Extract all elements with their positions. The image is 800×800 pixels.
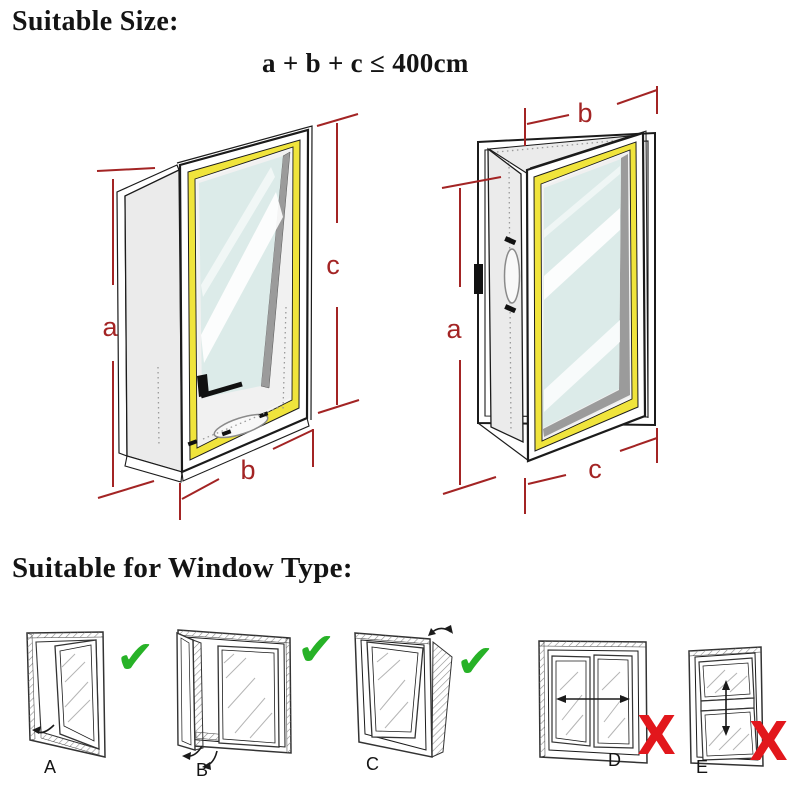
frame-hatch-right: [285, 637, 292, 754]
lower-sash-inner: [704, 711, 754, 757]
stitch-line: [202, 405, 283, 440]
upper-sash-inner: [702, 662, 751, 698]
glass-hatch: [223, 653, 273, 739]
dimension-label-b: b: [240, 455, 255, 485]
frame-bottom-line: [477, 422, 530, 462]
sash-latch-tab: [197, 374, 209, 397]
frame-hatch-left: [538, 640, 546, 758]
sill-hatch: [40, 731, 100, 756]
frame-hatch-top: [354, 632, 431, 645]
slide-arrow-head: [556, 695, 566, 703]
window-type-label-c: C: [366, 754, 379, 774]
window-type-d-illustration: [538, 640, 648, 764]
dimension-label-c: c: [588, 454, 602, 484]
window-type-title: Suitable for Window Type:: [12, 552, 353, 584]
dimension-lines: [96, 113, 360, 520]
swing-arrow-head: [182, 752, 191, 760]
window-type-label-b: B: [196, 760, 209, 780]
frame-opening: [547, 649, 640, 756]
fabric-side-panel: [487, 147, 524, 444]
frame-hatch-left: [26, 632, 36, 741]
glass-hatch: [61, 653, 91, 723]
frame-opening: [694, 652, 759, 761]
seal-clip: [504, 304, 517, 314]
tilted-sash: [366, 641, 424, 739]
window-type-label-e: E: [696, 757, 709, 777]
suitable-size-title: Suitable Size:: [12, 6, 179, 37]
cross-icon: X: [749, 710, 788, 774]
fixed-glass-panel: [217, 645, 280, 748]
glass-reflection: [544, 166, 620, 238]
tilt-window-size-diagram: a c b: [96, 113, 360, 520]
sliding-sash-left: [551, 655, 591, 747]
swing-arrow-head: [32, 726, 41, 734]
glass-reflection: [201, 192, 283, 363]
sliding-sash-right-inner: [597, 658, 630, 745]
dimension-label-a: a: [446, 314, 462, 344]
tilted-sash-inner: [371, 646, 419, 733]
sash-stile-edge: [260, 151, 291, 389]
check-icon: ✔: [116, 630, 155, 684]
sliding-sash-left-inner: [555, 660, 587, 743]
frame-hatch-top: [688, 646, 762, 657]
glass-reflection: [544, 320, 620, 412]
sash-stile-edge: [543, 154, 630, 437]
seal-clip: [187, 439, 198, 447]
swing-arrow-head: [202, 762, 211, 770]
window-type-b-illustration: [176, 629, 292, 770]
lower-sash: [700, 707, 758, 761]
frame-hatch-top: [538, 640, 647, 648]
frame-hatch-top: [26, 631, 104, 639]
window-type-label-d: D: [608, 750, 621, 770]
window-type-label-a: A: [44, 757, 57, 777]
dimension-label-c: c: [326, 250, 340, 280]
check-icon: ✔: [456, 634, 495, 688]
fabric-side-panel: [124, 168, 183, 473]
frame-opening: [360, 639, 427, 751]
slide-arrow-head: [620, 695, 630, 703]
dimension-label-b: b: [577, 98, 592, 128]
sash-outer-accent: [176, 125, 313, 421]
open-sash-inner: [180, 637, 192, 746]
tilt-arrow-head: [428, 628, 436, 636]
hinge: [474, 264, 483, 294]
seal-clip: [221, 429, 232, 437]
open-sash: [176, 631, 196, 751]
window-type-e-illustration: [688, 646, 764, 767]
seal-clip: [504, 236, 517, 246]
dimension-label-a: a: [102, 312, 118, 342]
glass-reflection: [201, 167, 275, 297]
fixed-glass-inner: [221, 649, 276, 744]
pull-handle: [503, 248, 521, 304]
window-type-a-illustration: [26, 631, 106, 758]
slide-arrow-head: [722, 726, 730, 736]
seal-clip: [258, 411, 269, 419]
check-icon: ✔: [297, 622, 336, 676]
open-sash-edge: [431, 640, 453, 758]
stitch-line: [282, 306, 287, 411]
cross-icon: X: [637, 704, 676, 768]
casement-window-size-diagram: b a c: [441, 86, 658, 514]
glass-reflection: [544, 208, 620, 300]
size-formula: a + b + c ≤ 400cm: [262, 48, 469, 78]
dimension-lines: [441, 86, 658, 514]
window-type-c-illustration: [354, 625, 453, 758]
frame-bottom-strip: [124, 455, 183, 483]
glass-hatch: [376, 652, 409, 729]
tilt-arrow-head: [445, 625, 453, 634]
stitch-line: [157, 366, 160, 448]
sliding-sash-right: [593, 654, 634, 749]
slide-arrow-head: [722, 680, 730, 690]
open-sash-inner: [59, 644, 95, 742]
